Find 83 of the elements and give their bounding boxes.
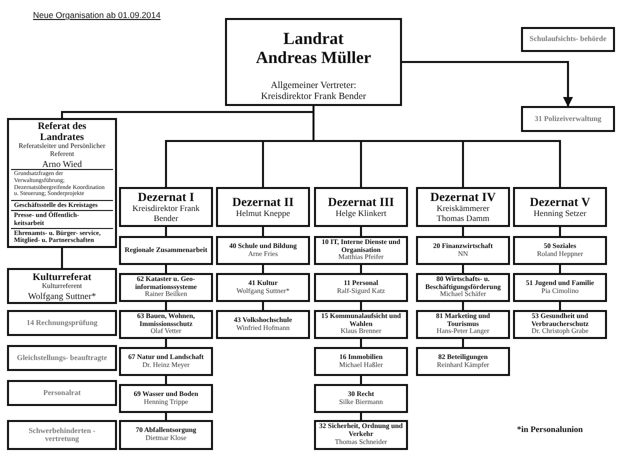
department-box xyxy=(119,187,213,227)
org-box xyxy=(7,345,117,371)
department-box xyxy=(513,187,607,227)
connector-line xyxy=(165,413,167,420)
org-box xyxy=(7,420,117,450)
department-box xyxy=(216,187,310,227)
office-box xyxy=(119,384,213,413)
office-box xyxy=(119,420,213,450)
person-name: Wolfgang Suttner* xyxy=(28,290,96,302)
office-box xyxy=(513,273,607,302)
office-box xyxy=(416,236,510,265)
connector-line xyxy=(360,413,362,420)
person-name: Kreiskämmerer xyxy=(436,204,490,214)
section-row xyxy=(11,228,113,246)
staff-box xyxy=(7,268,117,304)
connector-line xyxy=(462,265,464,273)
person-name: Thomas Damm xyxy=(436,214,490,224)
unit-title: Referat des Landrates xyxy=(38,121,86,144)
office-box xyxy=(513,310,607,339)
connector-line xyxy=(360,339,362,347)
department-title: Dezernat V xyxy=(530,195,590,210)
office-box xyxy=(314,420,408,450)
office-box xyxy=(416,273,510,302)
office-box xyxy=(119,273,213,302)
connector-line xyxy=(165,339,167,347)
connector-line xyxy=(462,339,464,347)
office-box xyxy=(314,310,408,339)
department-title: Dezernat III xyxy=(328,195,394,210)
connector-line xyxy=(559,227,561,236)
unit-title: Kulturreferat xyxy=(32,272,92,283)
section-row xyxy=(11,200,113,210)
office-box xyxy=(314,384,408,413)
office-box xyxy=(513,236,607,265)
office-box xyxy=(119,310,213,339)
section-row xyxy=(11,210,113,228)
connector-line xyxy=(262,302,264,310)
org-box xyxy=(521,27,615,52)
office-box xyxy=(416,347,510,376)
connector-line xyxy=(312,106,561,187)
department-title: Dezernat IV xyxy=(430,190,496,204)
connector-line xyxy=(559,265,561,273)
connector-line xyxy=(165,227,167,236)
connector-line xyxy=(262,227,264,236)
page-title: Neue Organisation ab 01.09.2014 xyxy=(33,10,161,20)
connector-line xyxy=(165,376,167,384)
connector-line xyxy=(262,265,264,273)
connector-line xyxy=(462,227,464,236)
org-box xyxy=(7,310,117,336)
office-box xyxy=(216,273,310,302)
head-box xyxy=(225,18,402,106)
connector-line xyxy=(165,302,167,310)
person-name: Arno Wied xyxy=(42,159,82,170)
office-box xyxy=(314,273,408,302)
person-name: Helmut Kneppe xyxy=(236,209,290,219)
office-box xyxy=(314,347,408,376)
department-title: Dezernat II xyxy=(232,195,294,210)
org-box xyxy=(521,106,615,132)
connector-line xyxy=(61,248,63,268)
staff-box xyxy=(7,118,117,248)
connector-line xyxy=(462,302,464,310)
person-name: Helge Klinkert xyxy=(336,209,386,219)
office-box xyxy=(216,310,310,339)
connector-line xyxy=(559,302,561,310)
department-box xyxy=(314,187,408,227)
connector-line xyxy=(165,265,167,273)
arrow xyxy=(402,61,573,107)
person-name: Henning Setzer xyxy=(534,209,586,219)
office-title: Landrat Andreas Müller xyxy=(254,29,372,68)
department-title: Dezernat I xyxy=(138,190,194,204)
office-box xyxy=(119,347,213,376)
person-name: Kreisdirektor Frank Bender xyxy=(131,204,201,224)
org-box xyxy=(7,380,117,406)
connector-line xyxy=(360,376,362,384)
office-box xyxy=(314,236,408,265)
connector-line xyxy=(360,227,362,236)
deputy-text: Allgemeiner Vertreter: Kreisdirektor Frank Bender xyxy=(260,81,367,102)
connector-line xyxy=(360,265,362,273)
footnote: *in Personalunion xyxy=(517,424,583,434)
office-box xyxy=(416,310,510,339)
office-box xyxy=(216,236,310,265)
connector-line xyxy=(360,302,362,310)
department-box xyxy=(416,187,510,227)
office-box xyxy=(119,236,213,265)
